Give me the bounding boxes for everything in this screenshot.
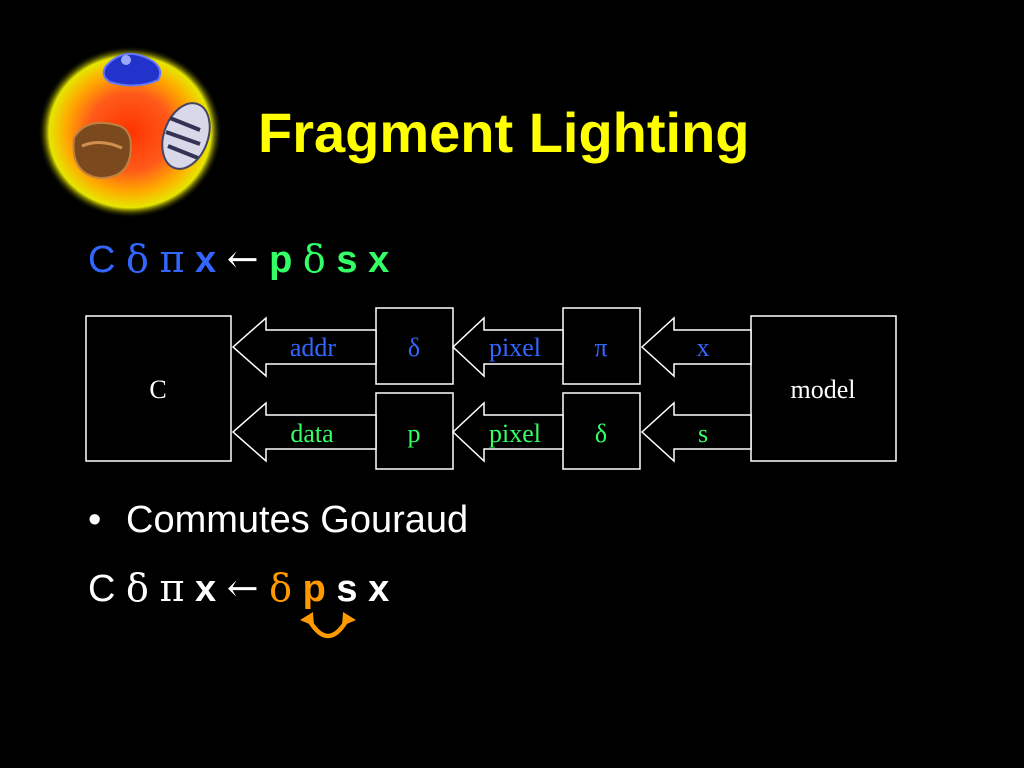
arrow-top-addr-icon (231, 316, 377, 378)
formula2-token: s (336, 568, 358, 610)
formula1-token: δ (302, 237, 326, 281)
box-bottom-p-label: p (408, 419, 421, 448)
arrow-top-x-label: x (697, 333, 710, 362)
arrow-top-addr-label: addr (290, 333, 337, 362)
bullet-text: Commutes Gouraud (126, 499, 469, 541)
formula2-token: ← (226, 566, 259, 610)
formula2-token: π (159, 566, 185, 610)
box-model (750, 315, 897, 462)
bullet-item: • Commutes Gouraud (88, 497, 468, 543)
arrow-bottom-pixel-icon (451, 401, 564, 463)
formula2-token: δ (126, 566, 149, 610)
formula2-token: p (302, 568, 326, 610)
box-top-pi-label: π (594, 333, 607, 362)
bullet-dot: • (88, 499, 102, 541)
formula2-token: x (195, 568, 217, 610)
formula1-token: ← (226, 237, 259, 281)
slide-title: Fragment Lighting (258, 101, 750, 164)
arrow-top-pixel-icon (451, 316, 564, 378)
formula1-token: s (336, 239, 358, 281)
formula2-token: δ (269, 566, 293, 610)
arrow-top-x-icon (640, 316, 752, 378)
formula1-token: p (269, 239, 293, 281)
arrow-bottom-s-icon (640, 401, 752, 463)
teapot-explosion-logo-icon (38, 46, 222, 218)
swap-arrows-icon (300, 612, 356, 639)
arrow-bottom-pixel-label: pixel (489, 419, 541, 448)
formula-fragment-lighting: C δ π x ← p δ s x (88, 236, 389, 283)
formula1-token: δ (126, 237, 149, 281)
formula2-token: x (368, 568, 390, 610)
box-model-label: model (791, 375, 856, 404)
arrow-bottom-data-label: data (290, 419, 334, 448)
arrow-bottom-data-icon (231, 401, 377, 463)
arrow-bottom-s-label: s (698, 419, 708, 448)
box-top-delta-label: δ (408, 333, 420, 362)
formula1-token: x (368, 239, 390, 281)
formula1-token: C (88, 239, 116, 281)
box-c-label: C (149, 375, 166, 404)
formula2-token: C (88, 568, 116, 610)
formula1-token: x (195, 239, 217, 281)
arrow-top-pixel-label: pixel (489, 333, 541, 362)
box-bottom-delta-label: δ (595, 419, 607, 448)
box-c (85, 315, 232, 462)
formula-commuted: C δ π x ← δ p s x (88, 565, 389, 612)
formula1-token: π (159, 237, 185, 281)
